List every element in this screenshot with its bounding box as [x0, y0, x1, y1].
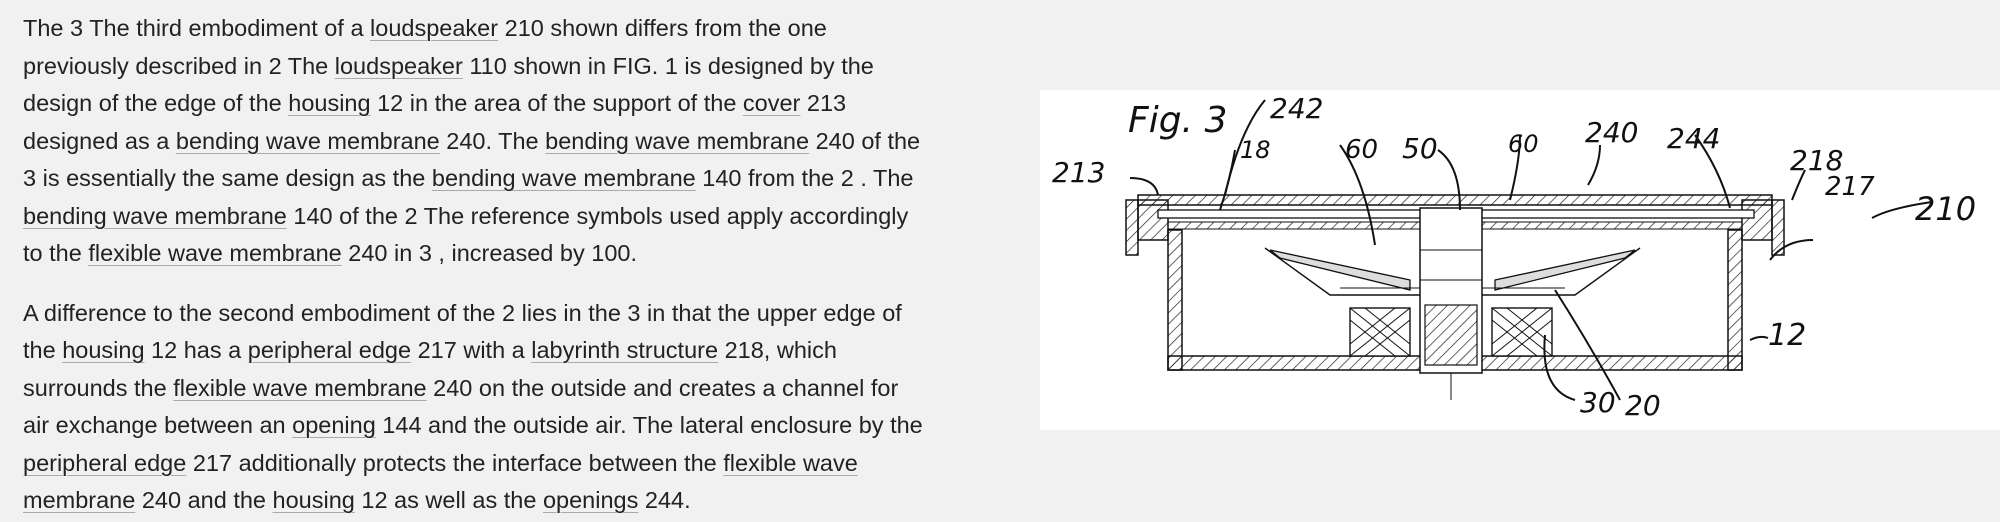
description-text: The 3 The third embodiment of a loudspea… [23, 10, 923, 522]
glossary-term-link[interactable]: flexible wave membrane [23, 449, 858, 514]
text-run: 240. The [439, 127, 546, 154]
text-run: 144 and the outside air. The lateral enc… [375, 412, 923, 438]
text-run: 110 shown in FIG. 1 is designed by the d… [23, 52, 874, 117]
text-run: 210 shown differs from the one previousl… [23, 15, 827, 79]
glossary-term-link[interactable]: bending wave membrane [545, 127, 810, 154]
text-run: 244. [638, 487, 691, 513]
glossary-term-link[interactable]: housing [62, 337, 145, 363]
leader-lines [1129, 99, 1933, 401]
label-20: 20 [1625, 389, 1661, 422]
cover-plate [1137, 194, 1773, 206]
glossary-term-link[interactable]: loudspeaker [370, 15, 499, 41]
label-12: 12 [1768, 318, 1806, 353]
glossary-term-link[interactable]: housing [272, 487, 355, 513]
label-30: 30 [1580, 386, 1616, 419]
text-run: 240 of the 3 is essentially the same des… [23, 127, 921, 192]
glossary-term-link[interactable]: cover [742, 90, 801, 116]
text-run: 240 and the [135, 487, 273, 513]
label-18: 18 [1240, 136, 1271, 164]
text-run: 217 additionally protects the interface … [186, 449, 724, 476]
paragraph: A difference to the second embodiment of… [23, 295, 923, 520]
text-run: 140 from the 2 . The [695, 165, 914, 191]
label-240: 240 [1585, 116, 1638, 149]
text-run: 240 on the outside and creates a channel… [23, 374, 899, 439]
glossary-term-link[interactable]: housing [288, 90, 371, 116]
text-run: 140 of the 2 The reference symbols used … [23, 202, 909, 267]
glossary-term-link[interactable]: openings [542, 487, 639, 513]
label-50: 50 [1402, 132, 1438, 165]
text-run: 213 designed as a [23, 90, 847, 154]
text-run: 12 in the area of the support of the [370, 90, 743, 116]
glossary-term-link[interactable]: flexible wave membrane [88, 240, 342, 266]
driver [1264, 207, 1641, 400]
label-213: 213 [1052, 156, 1105, 189]
label-244: 244 [1667, 122, 1720, 155]
text-run: 12 has a [144, 337, 248, 363]
label-217: 217 [1825, 172, 1875, 202]
glossary-term-link[interactable]: bending wave membrane [175, 127, 440, 154]
glossary-term-link[interactable]: peripheral edge [247, 337, 412, 363]
glossary-term-link[interactable]: labyrinth structure [531, 337, 719, 363]
glossary-term-link[interactable]: loudspeaker [334, 52, 463, 79]
label-210: 210 [1915, 190, 1976, 228]
label-60-left: 60 [1345, 135, 1378, 165]
glossary-term-link[interactable]: bending wave membrane [23, 202, 287, 229]
paragraph: The 3 The third embodiment of a loudspea… [23, 10, 923, 273]
loudspeaker-drawing: Fig. 3 242 213 18 60 50 60 240 244 218 2… [1052, 92, 1976, 422]
patent-figure: Fig. 3 242 213 18 60 50 60 240 244 218 2… [1040, 90, 2000, 430]
label-242: 242 [1270, 92, 1323, 125]
glossary-term-link[interactable]: flexible wave membrane [173, 374, 427, 401]
text-run: A difference to the second embodiment of… [23, 299, 902, 364]
text-run: 240 in 3 , increased by 100. [341, 240, 637, 266]
text-run: The 3 The third embodiment of a [23, 15, 371, 41]
text-run: 218, which surrounds the [23, 337, 837, 401]
glossary-term-link[interactable]: opening [292, 412, 376, 438]
glossary-term-link[interactable]: bending wave membrane [431, 165, 696, 191]
glossary-term-link[interactable]: peripheral edge [23, 449, 187, 476]
figure-title: Fig. 3 [1128, 100, 1227, 141]
label-60-right: 60 [1508, 130, 1539, 158]
text-run: 12 as well as the [354, 487, 543, 513]
label-218: 218 [1790, 144, 1843, 177]
text-run: 217 with a [411, 337, 532, 363]
